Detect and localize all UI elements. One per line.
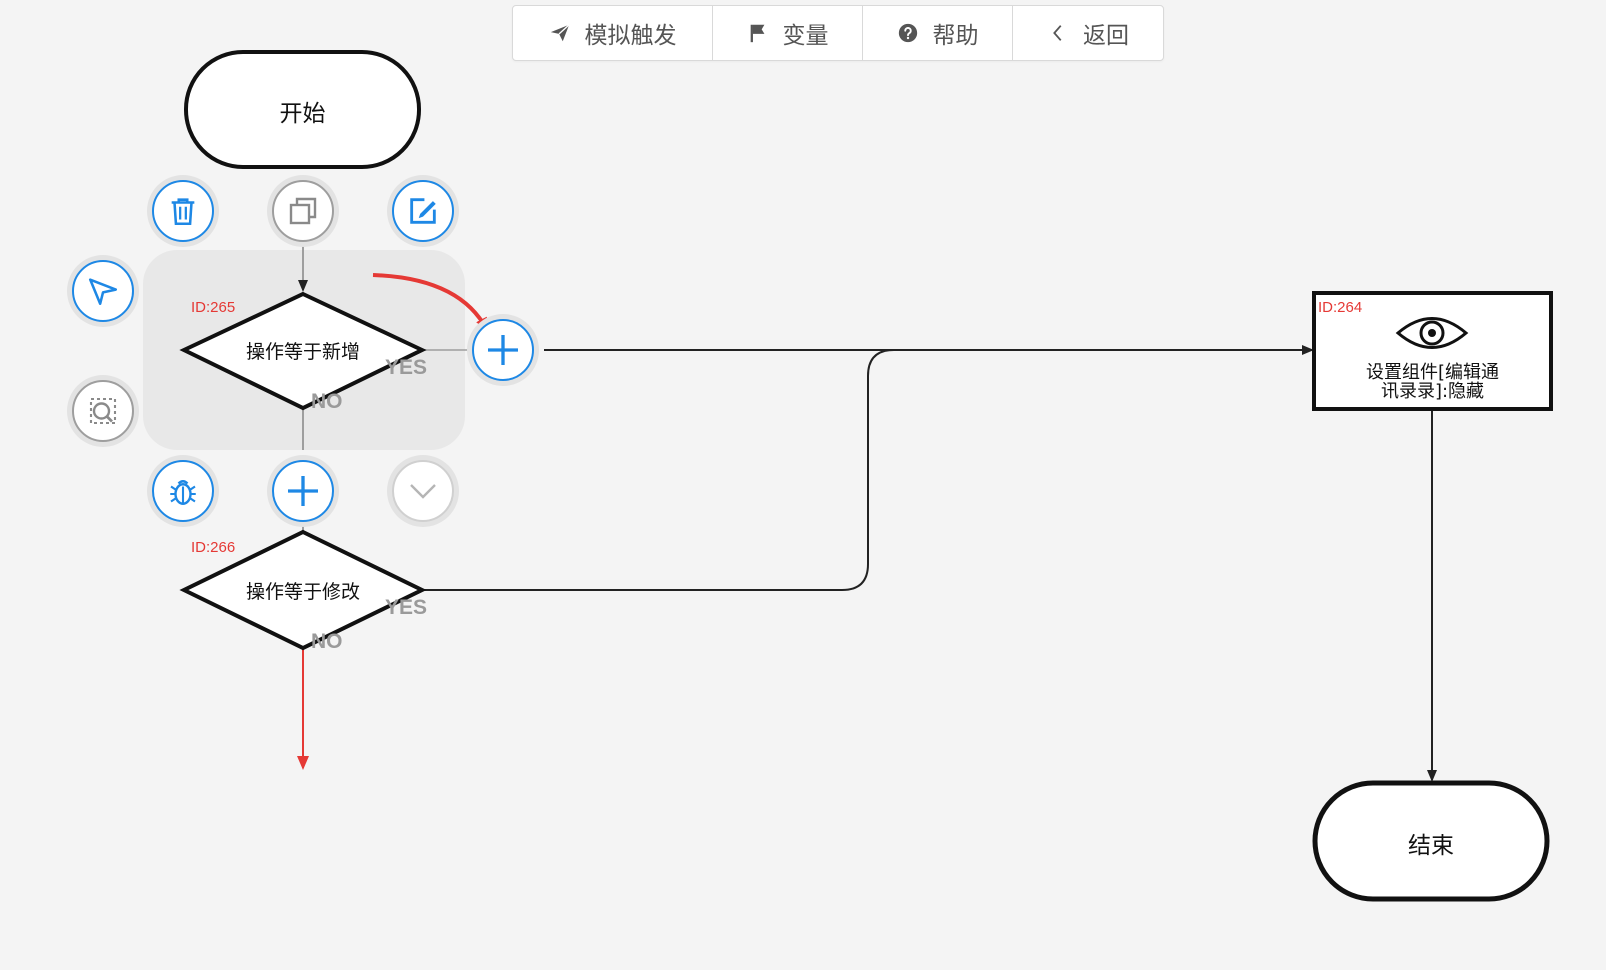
condition1-no-label: NO [311, 390, 343, 413]
condition2-yes-label: YES [385, 596, 428, 619]
variables-label: 变量 [782, 23, 829, 49]
variables-button[interactable]: 变量 [713, 6, 863, 60]
delete-icon [171, 198, 195, 226]
copy-icon [289, 197, 317, 225]
add-yes-branch-button[interactable] [467, 314, 539, 386]
debug-icon [170, 480, 196, 505]
edge-condition2-yes-to-action1 [422, 349, 1312, 591]
back-button[interactable]: 返回 [1013, 6, 1163, 60]
action1-id: ID:264 [1318, 299, 1363, 316]
chevron-left-icon [1047, 22, 1069, 44]
action1-label: 设置组件[编辑通 讯录录]:隐藏 [1318, 363, 1547, 401]
condition1-node[interactable] [179, 291, 427, 411]
condition2-node[interactable] [179, 529, 427, 651]
toolbar: 模拟触发 变量 帮助 返回 [512, 5, 1164, 61]
start-label: 开始 [279, 101, 326, 127]
add-icon [288, 476, 318, 506]
condition2-no-label: NO [311, 630, 343, 653]
action1-node[interactable] [1312, 291, 1553, 411]
simulate-trigger-label: 模拟触发 [584, 23, 677, 49]
copy-node-button[interactable] [267, 175, 339, 247]
eye-icon [1395, 317, 1469, 349]
send-icon [88, 278, 118, 306]
flag-icon [747, 22, 769, 44]
question-circle-icon [897, 22, 919, 44]
condition1-yes-label: YES [385, 356, 428, 379]
help-label: 帮助 [932, 23, 979, 49]
action1-label-line1: 设置组件[编辑通 [1365, 362, 1500, 383]
help-button[interactable]: 帮助 [863, 6, 1013, 60]
send-icon [549, 22, 571, 44]
back-label: 返回 [1083, 23, 1129, 49]
condition1-id: ID:265 [191, 299, 236, 316]
zoom-search-button[interactable] [67, 375, 139, 447]
edit-node-button[interactable] [387, 175, 459, 247]
send-node-button[interactable] [67, 255, 139, 327]
debug-node-button[interactable] [147, 455, 219, 527]
condition2-id: ID:266 [191, 539, 236, 556]
highlight-arrow [372, 273, 489, 332]
end-label: 结束 [1408, 833, 1454, 859]
collapse-menu-button[interactable] [387, 455, 459, 527]
condition2-label: 操作等于修改 [245, 581, 360, 603]
condition1-label: 操作等于新增 [245, 341, 360, 363]
edit-icon [410, 198, 436, 224]
add-icon [488, 335, 518, 365]
action1-label-line2: 讯录录]:隐藏 [1380, 381, 1485, 402]
zoom-search-icon [89, 397, 117, 425]
end-node[interactable] [1312, 780, 1550, 902]
start-node[interactable] [184, 50, 421, 169]
add-node-below-button[interactable] [267, 455, 339, 527]
delete-node-button[interactable] [147, 175, 219, 247]
simulate-trigger-button[interactable]: 模拟触发 [513, 6, 713, 60]
collapse-icon [410, 484, 436, 499]
